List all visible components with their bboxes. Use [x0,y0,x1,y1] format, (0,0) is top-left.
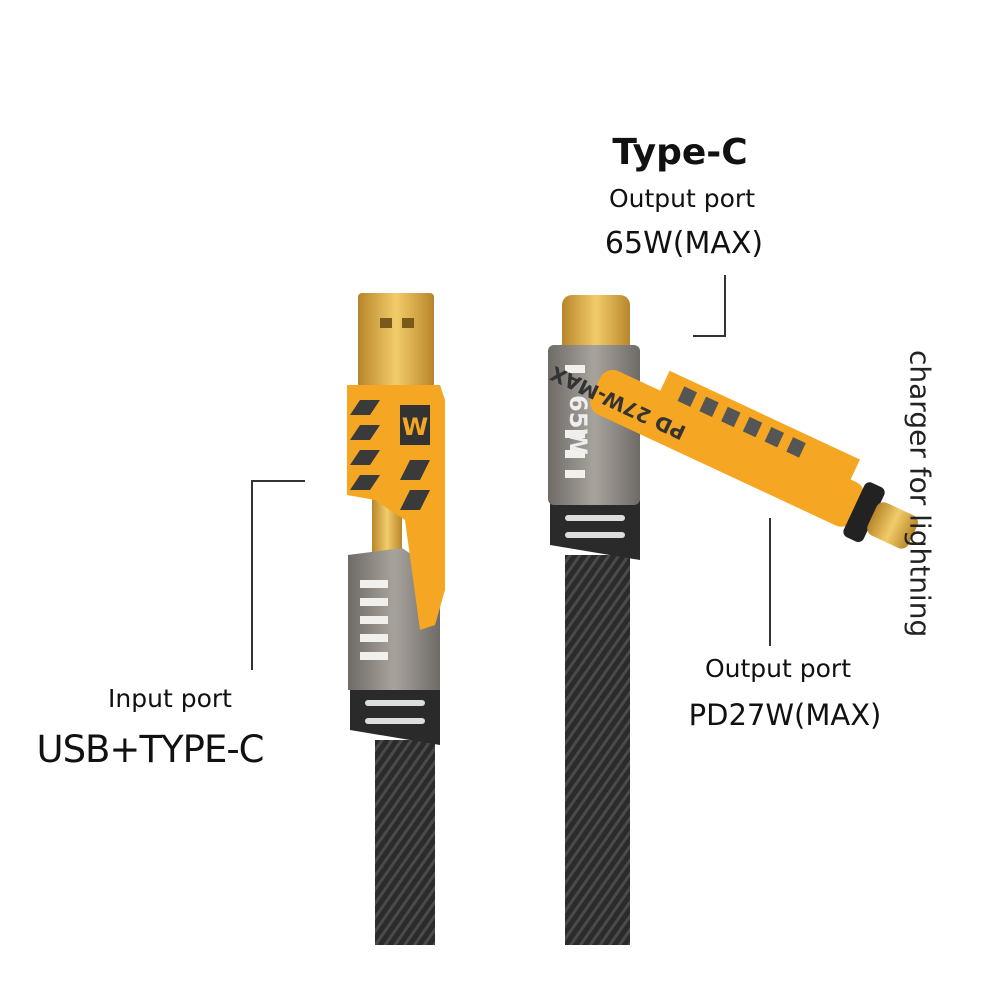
typec-plug [562,295,630,355]
pd-callout-line [769,518,771,646]
input-port-label: Input port [108,684,232,713]
typec-power: 65W(MAX) [604,226,764,261]
typec-title: Type-C [612,132,748,173]
pd-power: PD27W(MAX) [688,698,882,732]
typec-callout-line-h [693,335,726,337]
usb-typec-input-connector: W [347,293,445,945]
usb-a-plug [358,293,434,388]
input-type: USB+TYPE-C [36,728,264,771]
left-yellow-housing [347,385,445,630]
typec-callout-line [724,275,726,337]
left-braided-cable [375,740,435,945]
input-callout-line [251,480,253,670]
svg-text:65W: 65W [564,395,592,455]
lightning-typec-tip [867,502,918,549]
svg-text:W: W [402,413,428,441]
input-callout-line-h [251,480,305,482]
left-black-strain-relief [350,685,440,745]
typec-output-connector: 65W PD 27W-MAX [546,295,918,945]
lightning-label: charger for lightning [903,350,937,638]
right-black-strain-relief [550,500,640,560]
lightning-adapter-arm: PD 27W-MAX [546,361,918,549]
typec-port-label: Output port [608,184,756,213]
pd-port-label: Output port [704,654,852,683]
right-braided-cable [565,555,630,945]
